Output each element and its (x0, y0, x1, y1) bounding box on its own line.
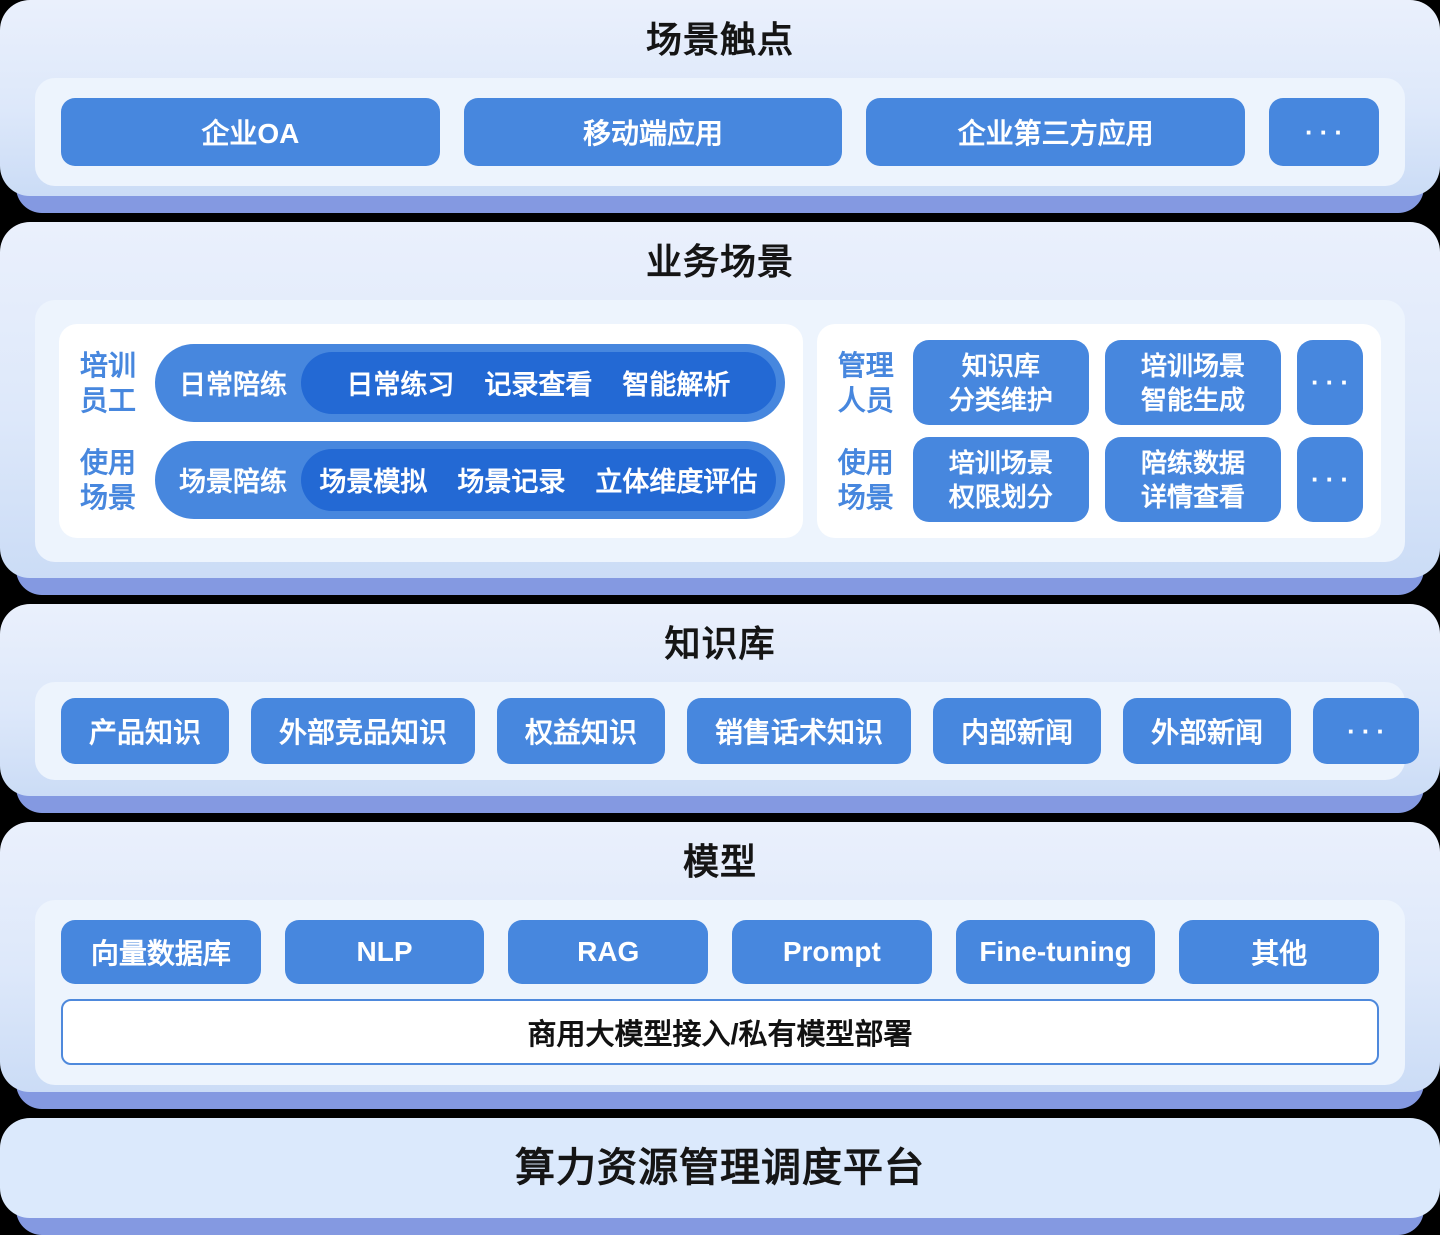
label-line: 员工 (79, 384, 136, 416)
btn-training-scene-generation[interactable]: 培训场景 智能生成 (1104, 340, 1282, 425)
btn-enterprise-oa[interactable]: 企业OA (61, 98, 440, 166)
business-title: 业务场景 (645, 241, 794, 282)
btn-line: 权限划分 (948, 481, 1053, 512)
pill-label: 场景陪练 (179, 467, 287, 497)
btn-more-manager[interactable]: ··· (1297, 340, 1364, 425)
label-line: 人员 (837, 384, 894, 416)
btn-kb-category-maintenance[interactable]: 知识库 分类维护 (912, 340, 1089, 425)
btn-internal-news[interactable]: 内部新闻 (933, 698, 1102, 764)
model-title: 模型 (682, 841, 757, 882)
scenario-sparring-row: 使用 场景 场景陪练 场景模拟 场景记录 立体维度评估 (77, 437, 785, 522)
layer-model: 模型 向量数据库 NLP RAG Prompt Fine-tuning 其他 商… (0, 822, 1440, 1109)
btn-line: 知识库 (961, 350, 1040, 381)
btn-line: 智能生成 (1140, 384, 1245, 415)
btn-sparring-data-detail[interactable]: 陪练数据 详情查看 (1104, 437, 1282, 522)
model-card: 向量数据库 NLP RAG Prompt Fine-tuning 其他 商用大模… (35, 900, 1405, 1085)
btn-nlp[interactable]: NLP (284, 920, 485, 984)
manager-scenarios-card: 管理 人员 知识库 分类维护 培训场景 智能生成 ··· 使用 (816, 324, 1381, 538)
btn-fine-tuning[interactable]: Fine-tuning (955, 920, 1156, 984)
btn-third-party-app[interactable]: 企业第三方应用 (866, 98, 1246, 166)
btn-line: 陪练数据 (1140, 447, 1245, 478)
btn-vector-db[interactable]: 向量数据库 (61, 920, 261, 984)
btn-more-knowledge[interactable]: ··· (1313, 698, 1420, 764)
daily-sparring-items: 日常练习 记录查看 智能解析 (301, 351, 776, 414)
btn-other-model[interactable]: 其他 (1179, 920, 1380, 984)
knowledge-card: 产品知识 外部竞品知识 权益知识 销售话术知识 内部新闻 外部新闻 ··· (35, 682, 1420, 780)
btn-line: 分类维护 (948, 384, 1053, 415)
btn-more-touchpoints[interactable]: ··· (1269, 98, 1380, 166)
pill-daily-sparring[interactable]: 日常陪练 日常练习 记录查看 智能解析 (155, 343, 785, 422)
label-training-staff: 培训 员工 (77, 348, 139, 418)
scenario-sparring-items: 场景模拟 场景记录 立体维度评估 (301, 448, 776, 511)
platform-title: 算力资源管理调度平台 (515, 1146, 925, 1190)
label-line: 使用 (79, 446, 136, 478)
model-buttons-row: 向量数据库 NLP RAG Prompt Fine-tuning 其他 (61, 920, 1380, 984)
manager-row: 管理 人员 知识库 分类维护 培训场景 智能生成 ··· (835, 340, 1364, 425)
btn-product-knowledge[interactable]: 产品知识 (61, 698, 230, 764)
layer-business-scenarios: 业务场景 培训 员工 日常陪练 日常练习 记录查看 智能解析 (0, 222, 1440, 595)
pill-item[interactable]: 场景记录 (457, 467, 566, 497)
label-line: 使用 (837, 446, 894, 478)
pill-item[interactable]: 智能解析 (622, 370, 731, 400)
touchpoints-card: 企业OA 移动端应用 企业第三方应用 ··· (35, 78, 1405, 186)
btn-external-news[interactable]: 外部新闻 (1123, 698, 1292, 764)
pill-label: 日常陪练 (179, 370, 287, 400)
pill-item[interactable]: 日常练习 (346, 370, 455, 400)
btn-competitor-knowledge[interactable]: 外部竞品知识 (251, 698, 476, 764)
btn-more-manager-usage[interactable]: ··· (1297, 437, 1364, 522)
btn-training-scene-permission[interactable]: 培训场景 权限划分 (912, 437, 1089, 522)
btn-mobile-app[interactable]: 移动端应用 (463, 98, 843, 166)
label-line: 场景 (837, 481, 894, 513)
employee-scenarios-card: 培训 员工 日常陪练 日常练习 记录查看 智能解析 使用 (59, 324, 803, 538)
knowledge-title: 知识库 (664, 623, 776, 664)
label-managers: 管理 人员 (835, 348, 897, 418)
btn-line: 详情查看 (1140, 481, 1245, 512)
label-usage-scenario: 使用 场景 (77, 445, 139, 515)
daily-sparring-row: 培训 员工 日常陪练 日常练习 记录查看 智能解析 (77, 340, 785, 425)
pill-item[interactable]: 立体维度评估 (595, 467, 758, 497)
btn-line: 培训场景 (1140, 350, 1245, 381)
label-line: 培训 (79, 349, 136, 381)
btn-rights-knowledge[interactable]: 权益知识 (497, 698, 666, 764)
pill-item[interactable]: 记录查看 (484, 370, 593, 400)
btn-prompt[interactable]: Prompt (732, 920, 932, 984)
label-line: 管理 (837, 349, 894, 381)
llm-access-bar[interactable]: 商用大模型接入/私有模型部署 (61, 999, 1379, 1065)
touchpoints-title: 场景触点 (645, 19, 794, 60)
layer-knowledge-base: 知识库 产品知识 外部竞品知识 权益知识 销售话术知识 内部新闻 外部新闻 ··… (0, 604, 1440, 813)
label-line: 场景 (79, 481, 136, 513)
btn-rag[interactable]: RAG (508, 920, 709, 984)
business-card: 培训 员工 日常陪练 日常练习 记录查看 智能解析 使用 (35, 300, 1405, 562)
label-usage-scenario-2: 使用 场景 (835, 445, 897, 515)
btn-line: 培训场景 (948, 447, 1053, 478)
manager-usage-row: 使用 场景 培训场景 权限划分 陪练数据 详情查看 ··· (835, 437, 1364, 522)
layer-scene-touchpoints: 场景触点 企业OA 移动端应用 企业第三方应用 ··· (0, 0, 1440, 213)
layer-computing-platform: 算力资源管理调度平台 (0, 1118, 1440, 1235)
pill-item[interactable]: 场景模拟 (319, 467, 428, 497)
btn-sales-script-knowledge[interactable]: 销售话术知识 (687, 698, 912, 764)
pill-scenario-sparring[interactable]: 场景陪练 场景模拟 场景记录 立体维度评估 (155, 440, 785, 519)
